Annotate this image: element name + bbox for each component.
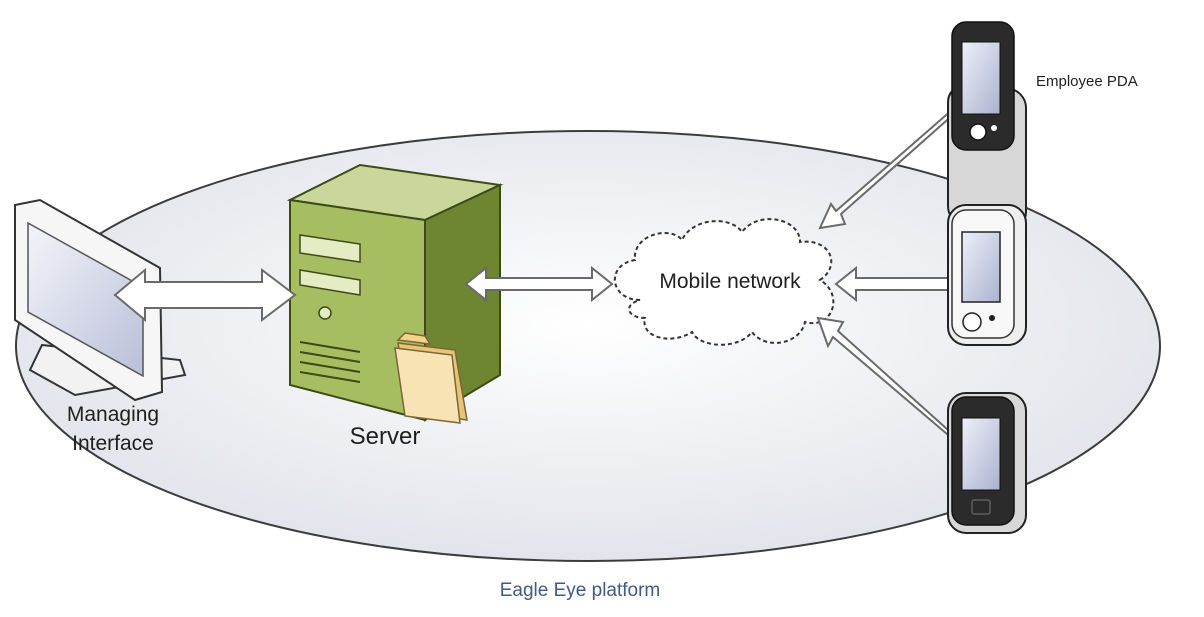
- pda-icon: [947, 21, 1027, 230]
- managing-interface-label: Managing Interface: [38, 400, 188, 458]
- server-label: Server: [349, 423, 421, 450]
- managing-interface-label-line2: Interface: [72, 432, 154, 455]
- platform-label: Eagle Eye platform: [499, 580, 661, 601]
- pda-icon: [947, 392, 1027, 534]
- arrow-server-network: [464, 265, 614, 303]
- server-tower-icon: [286, 163, 504, 422]
- mobile-network-label: Mobile network: [659, 270, 801, 293]
- monitor-icon: [14, 198, 187, 402]
- pda-icon: [947, 204, 1027, 346]
- folder-icon: [394, 332, 468, 424]
- cloud-icon: [614, 218, 835, 346]
- employee-pda-label: Employee PDA: [1036, 73, 1138, 90]
- arrow-monitor-server: [113, 267, 297, 323]
- managing-interface-label-line1: Managing: [66, 403, 160, 426]
